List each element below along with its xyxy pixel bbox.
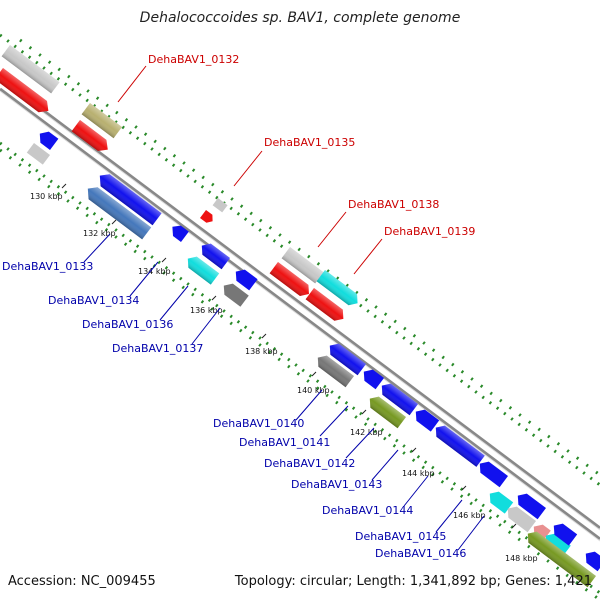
gene-steel-1 xyxy=(87,187,152,240)
gene-cyan-2 xyxy=(187,256,220,285)
tick-label: 148 kbp xyxy=(505,554,538,563)
gene-cyan-3 xyxy=(489,491,514,514)
tick-label: 138 kbp xyxy=(245,347,278,356)
gene-blue-8 xyxy=(479,461,508,488)
tick-label: 146 kbp xyxy=(453,511,486,520)
gene-label-0146[interactable]: DehaBAV1_0146 xyxy=(375,547,466,560)
gene-red-1 xyxy=(0,68,49,113)
gene-gray-2 xyxy=(281,247,324,284)
topology-summary: Topology: circular; Length: 1,341,892 bp… xyxy=(234,574,592,589)
forward-genes xyxy=(0,45,358,321)
gene-label-0143[interactable]: DehaBAV1_0143 xyxy=(291,478,382,491)
gene-label-0137[interactable]: DehaBAV1_0137 xyxy=(112,342,203,355)
gene-label-0141[interactable]: DehaBAV1_0141 xyxy=(239,436,330,449)
gene-label-0133[interactable]: DehaBAV1_0133 xyxy=(2,260,93,273)
gene-blue-5 xyxy=(381,383,418,416)
gene-red-4 xyxy=(305,288,344,321)
lower-label-leaders xyxy=(83,233,485,551)
reverse-genes xyxy=(26,131,600,588)
gene-label-0144[interactable]: DehaBAV1_0144 xyxy=(322,504,413,517)
gene-label-0132[interactable]: DehaBAV1_0132 xyxy=(148,53,239,66)
tick-label: 136 kbp xyxy=(190,306,223,315)
gene-blue-4 xyxy=(363,369,384,390)
gene-darkgray-2 xyxy=(317,355,354,388)
gene-blue-11 xyxy=(585,551,600,572)
tick-label: 130 kbp xyxy=(30,192,63,201)
gene-label-0140[interactable]: DehaBAV1_0140 xyxy=(213,417,304,430)
gene-red-3 xyxy=(269,262,309,297)
tick-label: 144 kbp xyxy=(402,469,435,478)
gene-blue-10 xyxy=(553,523,578,546)
gene-label-0142[interactable]: DehaBAV1_0142 xyxy=(264,457,355,470)
backbone xyxy=(0,76,600,542)
gene-cyan-4 xyxy=(545,533,571,557)
gene-red-2 xyxy=(71,120,108,152)
gene-cyan-1 xyxy=(316,270,358,306)
gene-blue-3 xyxy=(329,343,366,376)
gene-label-0138[interactable]: DehaBAV1_0138 xyxy=(348,198,439,211)
upper-label-leaders xyxy=(117,65,383,275)
tick-marks xyxy=(61,183,517,529)
gene-label-0136[interactable]: DehaBAV1_0136 xyxy=(82,318,173,331)
gene-olive-2 xyxy=(369,396,406,429)
gene-gray-3 xyxy=(507,506,536,533)
gene-blue-7 xyxy=(435,425,485,467)
gene-gray-small xyxy=(212,198,228,213)
gene-blue-small-3 xyxy=(235,269,258,291)
tick-labels: 130 kbp 132 kbp 134 kbp 136 kbp 138 kbp … xyxy=(30,192,538,563)
gene-label-0135[interactable]: DehaBAV1_0135 xyxy=(264,136,355,149)
gene-red-small xyxy=(199,210,213,223)
tick-label: 134 kbp xyxy=(138,267,171,276)
upper-labels: DehaBAV1_0132 DehaBAV1_0135 DehaBAV1_013… xyxy=(148,53,475,238)
tick-label: 140 kbp xyxy=(297,386,330,395)
map-title: Dehalococcoides sp. BAV1, complete genom… xyxy=(139,10,461,26)
gene-gray-small-2 xyxy=(26,143,50,165)
gene-blue-2 xyxy=(201,243,230,270)
gene-blue-9 xyxy=(517,493,546,520)
gene-blue-6 xyxy=(415,409,440,432)
tick-label: 142 kbp xyxy=(350,428,383,437)
gene-label-0139[interactable]: DehaBAV1_0139 xyxy=(384,225,475,238)
accession-text: Accession: NC_009455 xyxy=(8,574,156,589)
gene-label-0134[interactable]: DehaBAV1_0134 xyxy=(48,294,139,307)
gene-olive-1 xyxy=(81,103,122,139)
gene-darkgray-1 xyxy=(223,283,249,307)
lower-labels: DehaBAV1_0133 DehaBAV1_0134 DehaBAV1_013… xyxy=(2,260,466,560)
gene-gray-1 xyxy=(1,45,60,94)
gene-blue-1 xyxy=(99,174,162,226)
dotted-guides-outer xyxy=(0,38,600,600)
gene-green-1 xyxy=(527,531,596,588)
gene-blue-small-2 xyxy=(172,225,189,243)
gene-label-0145[interactable]: DehaBAV1_0145 xyxy=(355,530,446,543)
tick-label: 132 kbp xyxy=(83,229,116,238)
gene-blue-small-1 xyxy=(39,131,59,151)
